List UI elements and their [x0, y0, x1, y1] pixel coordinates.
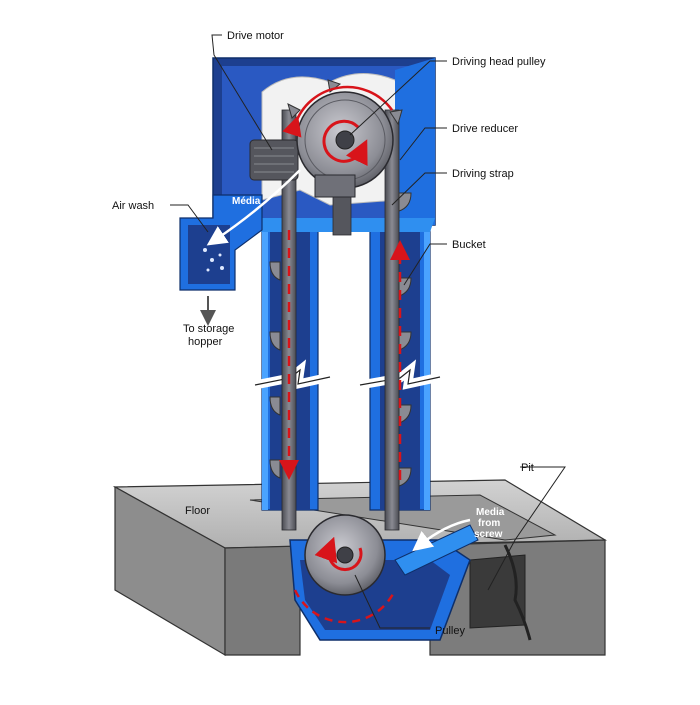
label-media-from-screw-3: screw [474, 529, 503, 540]
drive-reducer [314, 174, 356, 198]
label-media-from-screw-1: Media [476, 507, 505, 518]
label-driving-strap: Driving strap [452, 168, 514, 180]
buckets-left [269, 261, 281, 479]
label-media-from-screw-2: from [478, 518, 500, 529]
label-pit: Pit [521, 462, 534, 474]
label-drive-reducer: Drive reducer [452, 123, 518, 135]
flow-arrows [279, 230, 410, 480]
label-floor: Floor [185, 505, 210, 517]
boot-pulley [293, 514, 397, 624]
callout-lines [170, 34, 566, 629]
label-driving-head-pulley: Driving head pulley [452, 56, 546, 68]
label-to-storage-1: To storage [183, 323, 234, 335]
label-air-wash: Air wash [112, 200, 154, 212]
label-pulley: Pulley [435, 625, 465, 637]
drive-motor [249, 139, 299, 181]
label-media: Média [232, 196, 261, 207]
label-to-storage-2: hopper [188, 336, 223, 348]
elevator-legs [213, 218, 435, 511]
air-wash-chute [179, 169, 301, 326]
label-drive-motor: Drive motor [227, 30, 284, 42]
floor-block [112, 479, 608, 657]
media-inflow-arrow [412, 518, 471, 552]
label-bucket: Bucket [452, 239, 486, 251]
